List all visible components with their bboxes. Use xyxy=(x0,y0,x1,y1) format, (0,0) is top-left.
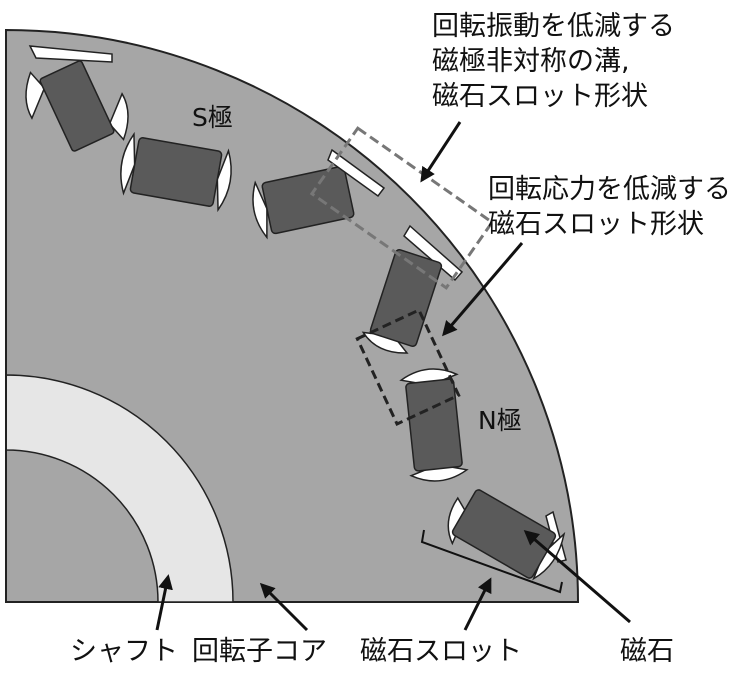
shaft-label: シャフト xyxy=(70,636,178,667)
magnet-slot xyxy=(25,60,129,152)
magnet xyxy=(369,249,443,347)
magnet-slot xyxy=(361,249,443,354)
n-pole-magnets xyxy=(361,249,566,581)
magnet xyxy=(129,137,223,207)
magnet xyxy=(39,60,115,152)
vibration-arrow xyxy=(420,121,462,183)
asymmetric-grooves xyxy=(28,45,567,563)
svg-text:磁極非対称の溝,: 磁極非対称の溝, xyxy=(432,46,630,77)
magnet xyxy=(451,489,557,579)
magnet-slot-bracket xyxy=(420,529,563,594)
callout-vibration-text: 回転振動を低減する 磁極非対称の溝, 磁石スロット形状 xyxy=(432,11,675,112)
magnet xyxy=(261,165,355,235)
magnet-label: 磁石 xyxy=(620,636,674,667)
magnet-slot xyxy=(399,368,469,482)
rotor-core-arrow xyxy=(259,582,309,632)
svg-text:磁石スロット形状: 磁石スロット形状 xyxy=(432,81,648,112)
svg-text:磁石スロット形状: 磁石スロット形状 xyxy=(488,209,704,240)
s-pole-magnets xyxy=(25,60,355,240)
rotor-core-label: 回転子コア xyxy=(192,636,327,667)
magnet-slot-label: 磁石スロット xyxy=(360,636,522,667)
n-pole-label: N極 xyxy=(478,406,522,435)
shaft-arrow xyxy=(155,574,173,631)
s-pole-label: S極 xyxy=(192,103,233,132)
magnet-slot-arrow xyxy=(463,577,492,631)
magnet-arrow xyxy=(523,530,631,624)
callout-stress-text: 回転応力を低減する 磁石スロット形状 xyxy=(488,174,731,240)
leader-lines xyxy=(155,121,631,632)
magnet-slot xyxy=(447,489,566,581)
svg-text:回転応力を低減する: 回転応力を低減する xyxy=(488,174,731,205)
magnet xyxy=(405,378,463,472)
shaft xyxy=(5,374,234,603)
magnet-slot xyxy=(120,131,232,213)
svg-text:回転振動を低減する: 回転振動を低減する xyxy=(432,11,675,42)
stress-arrow xyxy=(442,242,524,337)
magnet-slot xyxy=(252,165,355,240)
